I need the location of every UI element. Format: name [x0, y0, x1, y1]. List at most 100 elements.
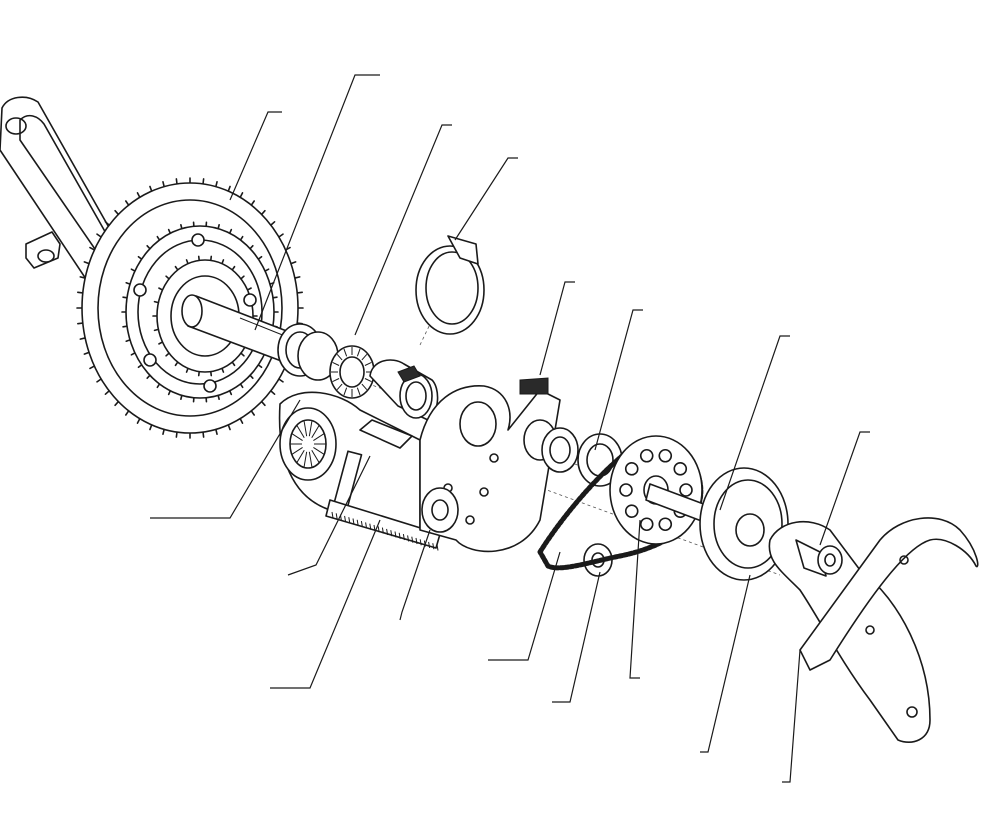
gear-tooth — [348, 517, 351, 524]
tooth — [83, 261, 90, 265]
tooth — [202, 178, 205, 185]
roller — [343, 387, 348, 396]
tooth — [239, 417, 244, 424]
tooth — [278, 233, 284, 238]
tooth — [270, 390, 276, 396]
chainring-bolts — [133, 233, 257, 393]
fan-fin — [308, 420, 313, 437]
tooth — [79, 337, 86, 340]
gear-tooth — [331, 511, 334, 519]
bearing — [277, 323, 375, 399]
leader-line — [819, 431, 870, 546]
tooth — [250, 200, 255, 206]
leader-line — [254, 74, 380, 331]
tooth — [270, 220, 276, 226]
tooth — [290, 261, 297, 265]
tooth — [260, 209, 266, 216]
fan-fin — [311, 424, 320, 439]
tooth — [162, 180, 165, 188]
bearing-sleeve — [369, 359, 439, 421]
leader-line — [354, 124, 452, 336]
leader-line — [488, 551, 561, 661]
gear-tooth — [335, 513, 338, 520]
roller — [356, 387, 361, 396]
tooth — [296, 291, 303, 294]
sprocket-hole — [619, 483, 633, 497]
fan-fin — [313, 433, 325, 441]
leader-line — [594, 309, 643, 451]
tooth — [250, 410, 255, 416]
gear-tooth — [369, 523, 372, 530]
gear-tooth — [402, 534, 405, 541]
crank-bolt — [795, 539, 843, 577]
right-crank-arm — [768, 517, 979, 744]
roller — [364, 378, 372, 383]
tooth — [136, 192, 141, 199]
tooth — [278, 378, 284, 383]
tooth — [227, 424, 231, 431]
tooth — [96, 233, 102, 238]
tooth — [175, 178, 178, 185]
gear-tooth — [394, 531, 397, 538]
fan-fin — [291, 447, 303, 455]
roller — [356, 348, 361, 357]
gear-tooth — [386, 528, 389, 535]
sprocket-hole — [658, 517, 673, 532]
gear-tooth — [377, 526, 380, 533]
tooth — [125, 200, 130, 206]
leader-line — [719, 335, 790, 511]
leader-line — [270, 519, 381, 689]
tooth — [77, 291, 84, 294]
gear-tooth — [419, 539, 422, 546]
fan-fin — [308, 451, 313, 468]
gear-tooth — [390, 530, 393, 537]
tooth — [294, 276, 301, 279]
tooth — [104, 220, 110, 226]
gear-tooth — [432, 543, 435, 550]
tooth — [83, 351, 90, 355]
tooth — [149, 185, 153, 192]
gear-tooth — [415, 537, 418, 545]
sprocket-hole — [679, 483, 693, 497]
tooth — [114, 209, 120, 216]
leader-line — [700, 574, 751, 753]
sprocket-hole — [673, 462, 688, 476]
roller — [361, 353, 368, 361]
clamp-band — [415, 235, 485, 335]
motor-fan-fins — [290, 420, 326, 468]
bearing-rollers — [331, 347, 373, 397]
leader-line — [552, 571, 601, 703]
roller — [332, 378, 340, 383]
tooth — [79, 276, 86, 279]
gear-tooth — [398, 532, 401, 539]
leader-line — [399, 529, 431, 621]
fan-fin — [303, 451, 308, 468]
fan-fin — [303, 420, 308, 437]
leader-line — [150, 399, 301, 519]
tooth — [202, 431, 205, 438]
gear-tooth — [373, 524, 376, 532]
tooth — [175, 431, 178, 438]
tooth — [96, 378, 102, 383]
tooth — [215, 428, 218, 436]
motor-unit — [278, 391, 421, 531]
tooth — [89, 246, 96, 251]
fan-fin — [296, 424, 305, 439]
roller — [361, 383, 368, 391]
sprocket-hole — [624, 462, 639, 476]
callout-leaders — [150, 74, 870, 783]
fan-fin — [296, 449, 305, 464]
gear-tooth — [352, 518, 355, 525]
fan-fin — [291, 433, 303, 441]
gear-tooth — [381, 527, 384, 534]
gear-tooth — [428, 541, 431, 548]
leader-line — [782, 649, 801, 783]
bearing — [523, 419, 623, 487]
tooth — [125, 410, 130, 416]
tooth — [149, 424, 153, 431]
sprocket-hole — [639, 448, 654, 463]
leader-line — [539, 281, 575, 376]
roller — [336, 383, 343, 391]
sprocket-hole — [658, 448, 673, 463]
